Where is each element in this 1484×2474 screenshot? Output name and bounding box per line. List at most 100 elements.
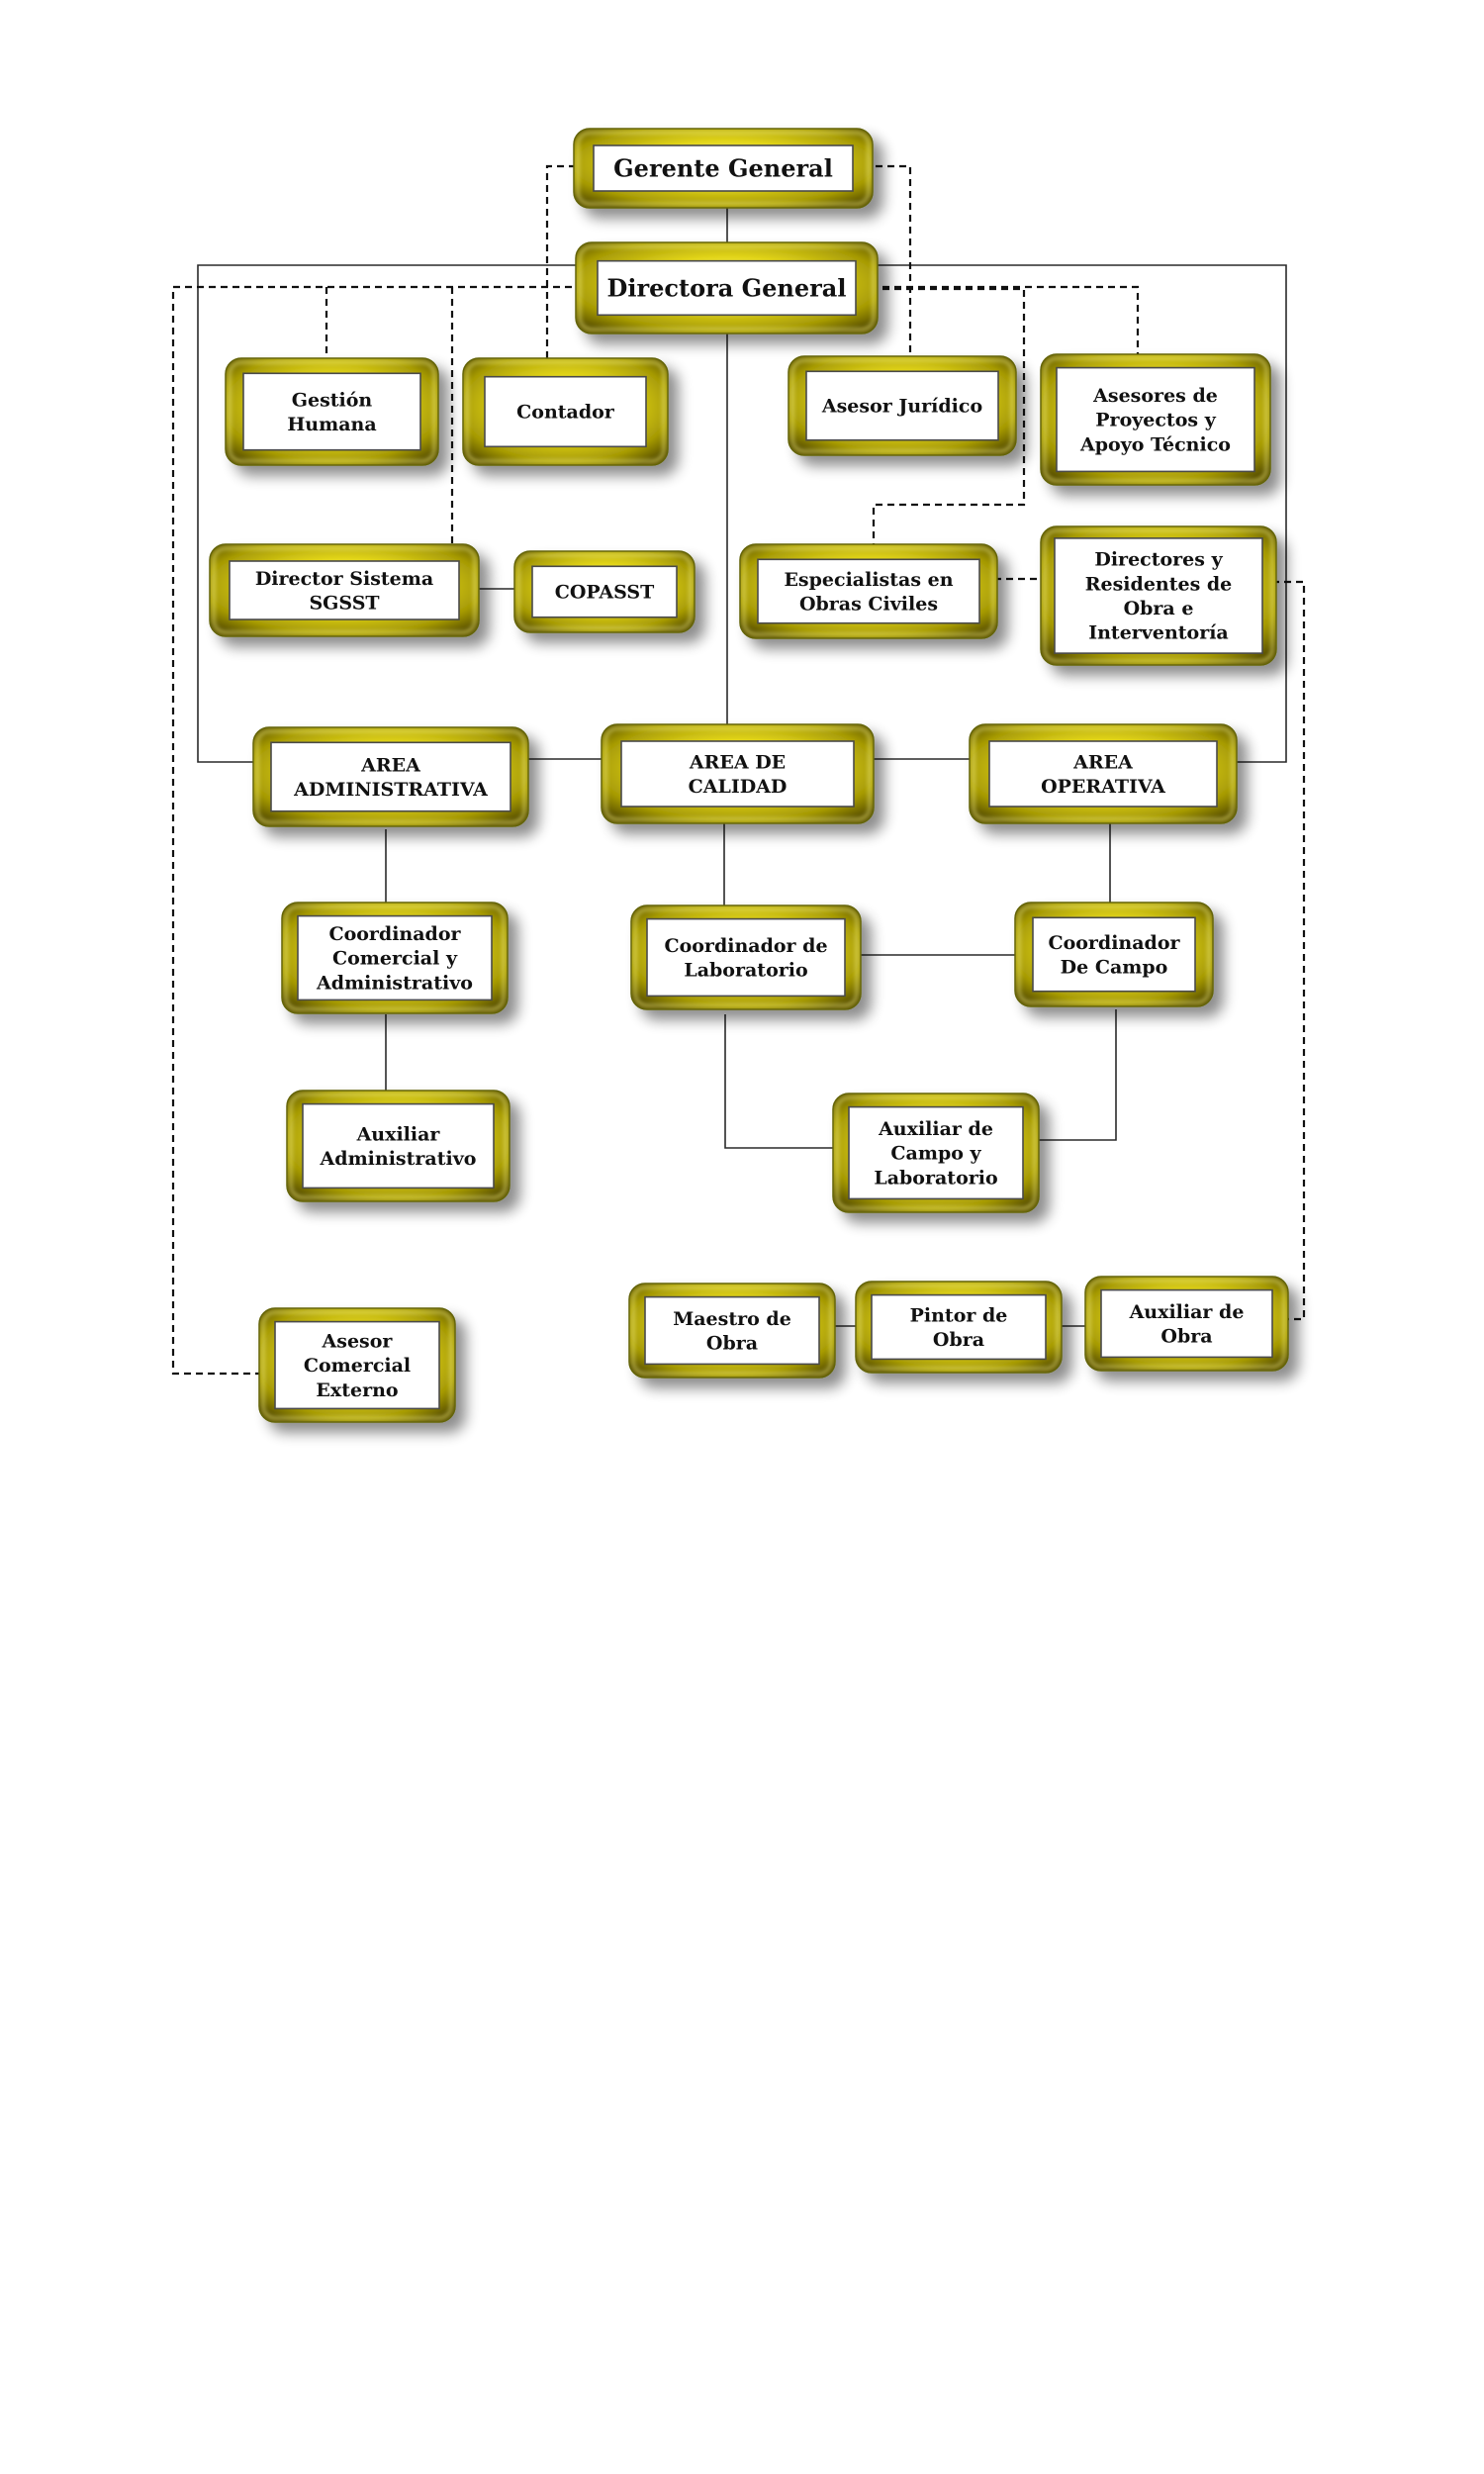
node-label-line: Humana bbox=[287, 414, 376, 435]
node-label-box bbox=[274, 1320, 440, 1410]
node-label-line: Obra e bbox=[1124, 598, 1194, 619]
node-label-box bbox=[297, 914, 493, 1001]
node-label-line: Laboratorio bbox=[874, 1167, 997, 1189]
node-label-box bbox=[484, 375, 647, 448]
node-label-line: Obra bbox=[933, 1329, 984, 1351]
node-glow bbox=[631, 1285, 833, 1376]
dash-directores-aux-obra bbox=[1272, 580, 1306, 1321]
org-node-directora: Directora General bbox=[575, 241, 879, 334]
node-label-line: Obra bbox=[1160, 1326, 1212, 1348]
line-outer-left-frame bbox=[197, 264, 584, 763]
node-label-box bbox=[848, 1105, 1024, 1200]
node-label-box bbox=[644, 1295, 820, 1366]
node-label-box bbox=[757, 558, 980, 624]
node-label-line: Proyectos y bbox=[1095, 410, 1216, 431]
node-label-box bbox=[302, 1102, 495, 1189]
org-node-aux-obra: Auxiliar de Obra bbox=[1084, 1276, 1289, 1372]
node-label-box bbox=[1054, 537, 1263, 654]
node-glow bbox=[1043, 356, 1268, 483]
node-glow bbox=[228, 360, 436, 463]
node-label-line: Auxiliar bbox=[356, 1123, 441, 1145]
node-glow bbox=[465, 360, 666, 463]
node-label-line: Gestión bbox=[292, 389, 373, 411]
node-label-line: OPERATIVA bbox=[1041, 776, 1165, 798]
node-label-box bbox=[597, 259, 857, 317]
node-label-line: Coordinador bbox=[1048, 932, 1180, 954]
node-label-line: Coordinador bbox=[328, 923, 461, 945]
org-node-copasst: COPASST bbox=[513, 550, 696, 633]
node-glow bbox=[633, 907, 859, 1007]
node-label-box bbox=[805, 370, 999, 441]
node-glow bbox=[289, 1093, 508, 1199]
node-label-line: Director Sistema bbox=[255, 568, 433, 590]
node-label-line: AREA bbox=[1072, 751, 1133, 773]
node-glow bbox=[1017, 904, 1211, 1004]
node-label-line: Directora General bbox=[607, 273, 847, 302]
node-label-line: De Campo bbox=[1061, 957, 1168, 979]
dash-to-asesores bbox=[871, 285, 1140, 354]
node-glow bbox=[1043, 528, 1274, 663]
node-label-box bbox=[1056, 366, 1255, 473]
node-glow bbox=[576, 131, 871, 206]
org-node-maestro: Maestro de Obra bbox=[628, 1283, 836, 1379]
node-label-line: AREA DE bbox=[689, 751, 786, 773]
node-label-box bbox=[1032, 916, 1196, 993]
node-glow bbox=[516, 553, 693, 630]
node-label-line: Maestro de bbox=[673, 1308, 791, 1330]
node-label-line: COPASST bbox=[555, 582, 654, 604]
node-glow bbox=[858, 1284, 1060, 1371]
org-node-contador: Contador bbox=[462, 357, 669, 466]
node-glow bbox=[578, 244, 876, 332]
node-label-box bbox=[620, 740, 855, 808]
node-label-line: Interventoría bbox=[1088, 622, 1229, 644]
node-glow bbox=[255, 729, 526, 824]
connector-lines bbox=[171, 164, 1306, 1376]
node-label-box bbox=[1100, 1288, 1273, 1359]
node-label-line: Asesor Jurídico bbox=[821, 396, 982, 418]
node-label-line: Auxiliar de bbox=[1129, 1301, 1245, 1323]
node-glow bbox=[603, 726, 872, 821]
node-label-line: Comercial bbox=[304, 1355, 411, 1377]
node-label-line: Administrativo bbox=[316, 972, 473, 994]
line-coord-lab-aux-campo bbox=[724, 1014, 836, 1149]
node-label-line: Asesor bbox=[322, 1330, 394, 1352]
node-glow bbox=[790, 358, 1014, 453]
node-label-line: Contador bbox=[516, 402, 615, 424]
node-label-line: Externo bbox=[316, 1380, 398, 1401]
node-label-box bbox=[988, 740, 1218, 808]
node-label-line: Auxiliar de bbox=[878, 1118, 993, 1140]
node-label-line: CALIDAD bbox=[689, 776, 788, 798]
org-node-gerente: Gerente General bbox=[573, 128, 874, 209]
node-label-box bbox=[871, 1293, 1047, 1361]
node-label-line: Comercial y bbox=[332, 948, 458, 970]
node-label-line: Directores y bbox=[1094, 549, 1223, 571]
node-label-line: Obras Civiles bbox=[799, 594, 938, 616]
node-label-line: Residentes de bbox=[1085, 573, 1233, 595]
node-label-line: Coordinador de bbox=[664, 935, 827, 957]
dash-gerente-juridico bbox=[876, 164, 912, 356]
node-label-box bbox=[229, 560, 460, 620]
node-label-line: Gerente General bbox=[613, 153, 833, 182]
node-glow bbox=[261, 1310, 453, 1420]
node-label-line: SGSST bbox=[309, 593, 379, 615]
node-label-line: Obra bbox=[706, 1333, 758, 1355]
node-label-box bbox=[531, 565, 678, 618]
node-label-line: Campo y bbox=[890, 1143, 981, 1165]
node-label-box bbox=[270, 741, 511, 812]
node-label-line: Administrativo bbox=[320, 1148, 477, 1170]
node-label-box bbox=[242, 372, 421, 451]
dash-gerente-contador bbox=[545, 164, 576, 358]
node-label-box bbox=[646, 917, 846, 998]
node-label-line: ADMINISTRATIVA bbox=[293, 779, 488, 801]
